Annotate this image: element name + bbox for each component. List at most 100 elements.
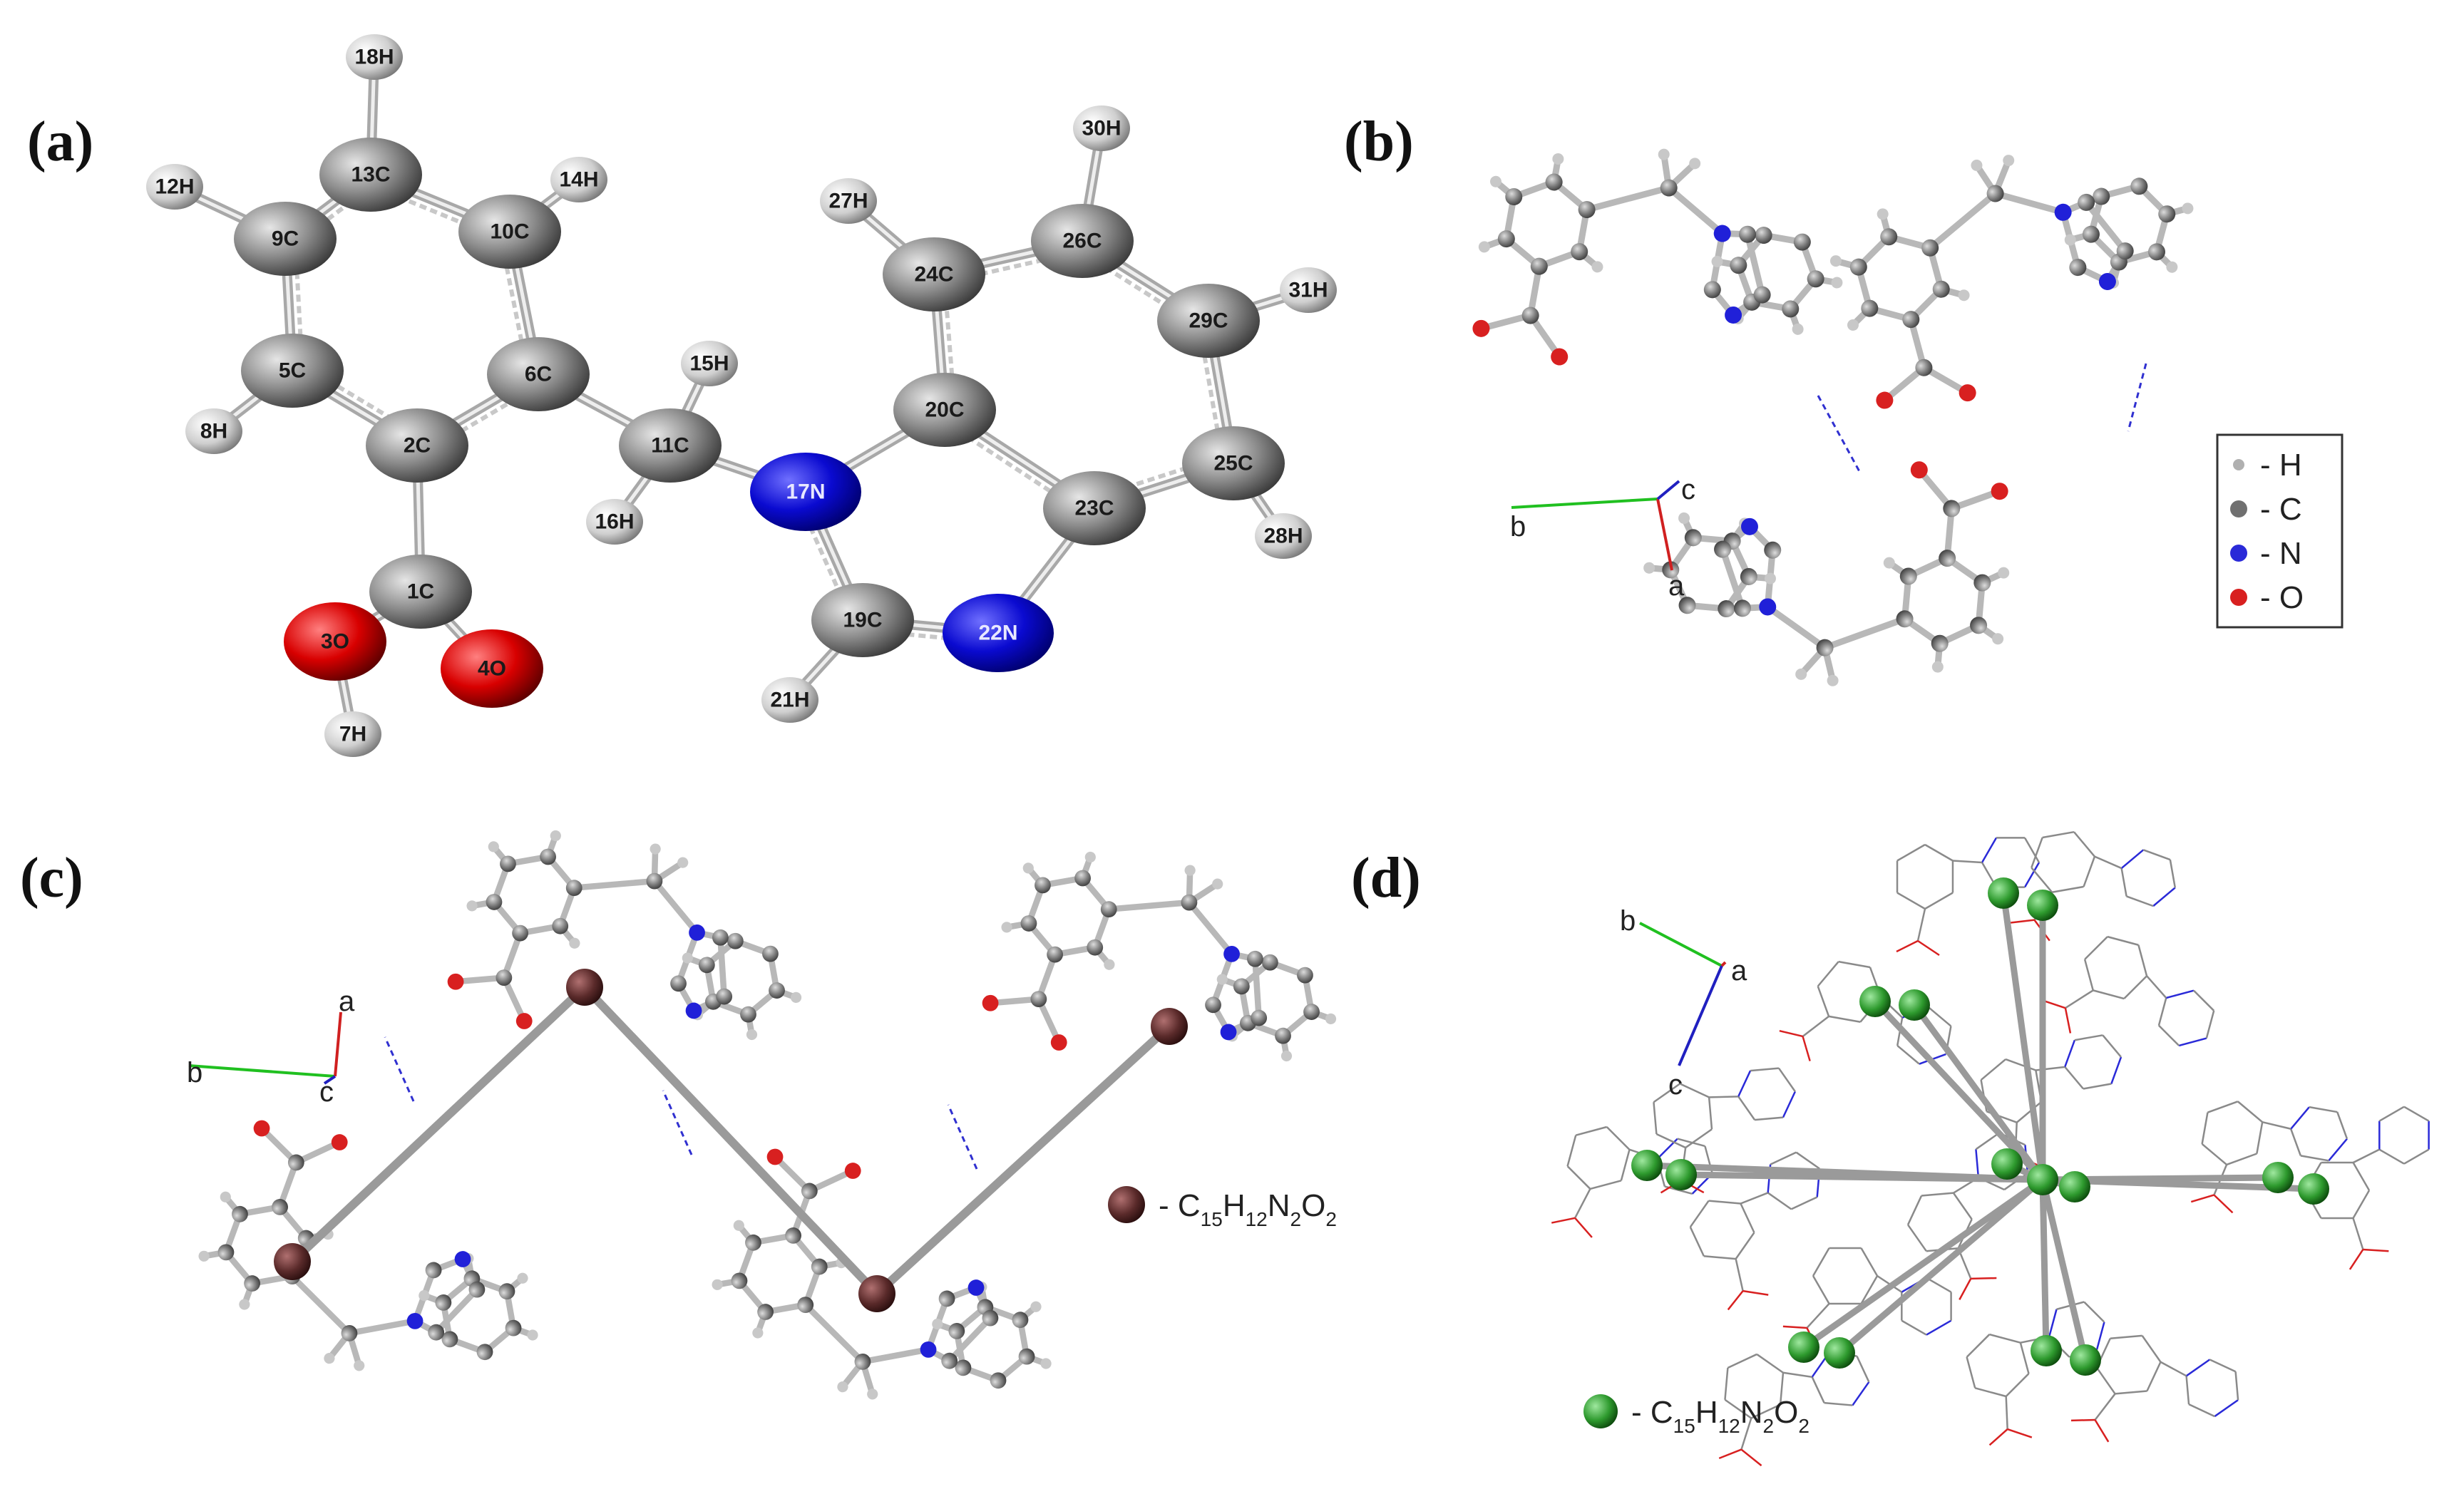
hydrogen-bond xyxy=(384,1036,415,1102)
wireframe-molecule xyxy=(1718,1352,1870,1467)
legend-swatch-icon xyxy=(2230,545,2247,562)
centroid-marker xyxy=(2027,890,2058,921)
axis-c-label: c xyxy=(319,1076,334,1108)
atom-label: 31H xyxy=(1288,279,1328,302)
legend-label: - H xyxy=(2260,448,2302,483)
panel-b-crystal-view: b a c - H- C- N- O xyxy=(1472,148,2344,686)
legend-swatch-icon xyxy=(2233,459,2244,470)
atom-label: 27H xyxy=(828,190,868,213)
atom-6c: 6C xyxy=(487,337,590,411)
legend-item-h: - H xyxy=(2233,448,2302,483)
panel-d-packing-view: b a c - C15H12N2O2 xyxy=(1551,830,2430,1467)
centroid-marker-icon xyxy=(1583,1394,1618,1428)
panel-d-centroids xyxy=(1631,877,2329,1376)
atom-label: 28H xyxy=(1263,525,1303,548)
atom-13c: 13C xyxy=(319,138,422,212)
atom-5c: 5C xyxy=(241,334,344,408)
centroid-link xyxy=(580,983,881,1298)
centroid-marker xyxy=(1859,986,1891,1017)
molecule-c-2 xyxy=(447,830,802,1041)
centroid-marker xyxy=(1899,989,1930,1021)
atom-label: 8H xyxy=(200,420,227,443)
centroid-marker xyxy=(2031,1335,2062,1366)
atom-label: 3O xyxy=(321,630,349,654)
atom-label: 18H xyxy=(354,46,394,69)
atom-26c: 26C xyxy=(1031,204,1134,278)
molecule-b-2 xyxy=(1829,155,2194,409)
centroid-marker-icon xyxy=(1108,1186,1145,1223)
atom-label: 21H xyxy=(770,689,809,712)
axis-c-line xyxy=(1656,480,1680,500)
atom-label: 9C xyxy=(272,227,299,251)
wireframe-molecule xyxy=(2042,935,2215,1047)
atom-label: 7H xyxy=(339,723,366,746)
panel-label-b: (b) xyxy=(1344,110,1414,173)
axis-a-line xyxy=(1720,961,1727,967)
atom-23c: 23C xyxy=(1043,471,1146,545)
panel-label-d: (d) xyxy=(1351,847,1421,910)
atom-label: 23C xyxy=(1074,497,1114,520)
centroid-marker xyxy=(858,1275,895,1312)
axis-b-label: b xyxy=(1620,905,1636,937)
atom-label: 10C xyxy=(490,220,529,244)
wireframe-molecule xyxy=(2190,1101,2348,1214)
atom-label: 11C xyxy=(651,434,689,458)
panel-b-molecules xyxy=(1472,148,2194,686)
atom-label: 6C xyxy=(525,363,552,386)
atom-24c: 24C xyxy=(883,237,985,311)
element-legend: - H- C- N- O xyxy=(2216,433,2344,629)
axis-c-label: c xyxy=(1668,1069,1683,1101)
molecule-b-3 xyxy=(1643,461,2010,686)
centroid-marker xyxy=(2262,1162,2294,1193)
axis-a-line xyxy=(1656,498,1673,571)
centroid-spoke xyxy=(1836,1176,2046,1356)
axis-c-line xyxy=(1678,965,1723,1066)
atom-9c: 9C xyxy=(234,202,337,276)
panel-c-axes: b a c xyxy=(187,986,355,1108)
legend-label: - C xyxy=(2260,492,2302,527)
centroid-marker xyxy=(566,969,603,1006)
atom-16h: 16H xyxy=(586,499,643,545)
molecule-c-4 xyxy=(982,851,1337,1062)
atom-11c: 11C xyxy=(619,408,722,483)
centroid-marker xyxy=(1631,1150,1663,1181)
atom-4o: 4O xyxy=(441,629,543,708)
atom-label: 16H xyxy=(595,510,634,534)
legend-item-c: - C xyxy=(2230,492,2302,527)
axis-a-line xyxy=(334,1011,342,1077)
atom-label: 12H xyxy=(155,175,194,199)
centroid-marker xyxy=(1665,1159,1697,1190)
panel-c-chain-view: b a c - C15H12N2O2 xyxy=(187,830,1337,1400)
centroid-marker xyxy=(1151,1008,1188,1045)
formula-text: - C15H12N2O2 xyxy=(1631,1395,1809,1437)
molecule-c-3 xyxy=(712,1148,1052,1400)
centroid-spoke xyxy=(2039,1176,2089,1364)
wireframe-molecule xyxy=(1551,1125,1713,1238)
molecule-b-1 xyxy=(1472,148,1843,366)
atom-25c: 25C xyxy=(1182,426,1285,500)
panel-d-axes: b a c xyxy=(1620,905,1747,1101)
axis-c-line xyxy=(323,1075,337,1085)
centroid-marker xyxy=(274,1243,311,1280)
atom-28h: 28H xyxy=(1255,513,1312,559)
axis-b-label: b xyxy=(187,1057,202,1088)
axis-a-label: a xyxy=(1668,570,1685,602)
wireframe-molecule xyxy=(2070,1334,2239,1443)
centroid-spoke xyxy=(2039,1176,2050,1354)
atom-22n: 22N xyxy=(943,594,1054,672)
atom-label: 19C xyxy=(843,609,882,632)
centroid-marker xyxy=(1988,877,2019,909)
atom-label: 25C xyxy=(1213,452,1253,475)
formula-text: - C15H12N2O2 xyxy=(1159,1188,1337,1230)
centroid-marker xyxy=(2070,1344,2101,1376)
centroid-marker xyxy=(1991,1148,2023,1180)
axis-a-label: a xyxy=(1731,955,1747,987)
atom-1c: 1C xyxy=(369,555,472,629)
atom-10c: 10C xyxy=(458,195,561,269)
centroid-spoke xyxy=(1800,1176,2046,1351)
centroid-marker xyxy=(2027,1164,2058,1195)
atom-label: 24C xyxy=(914,263,953,287)
axis-b-label: b xyxy=(1510,511,1526,542)
